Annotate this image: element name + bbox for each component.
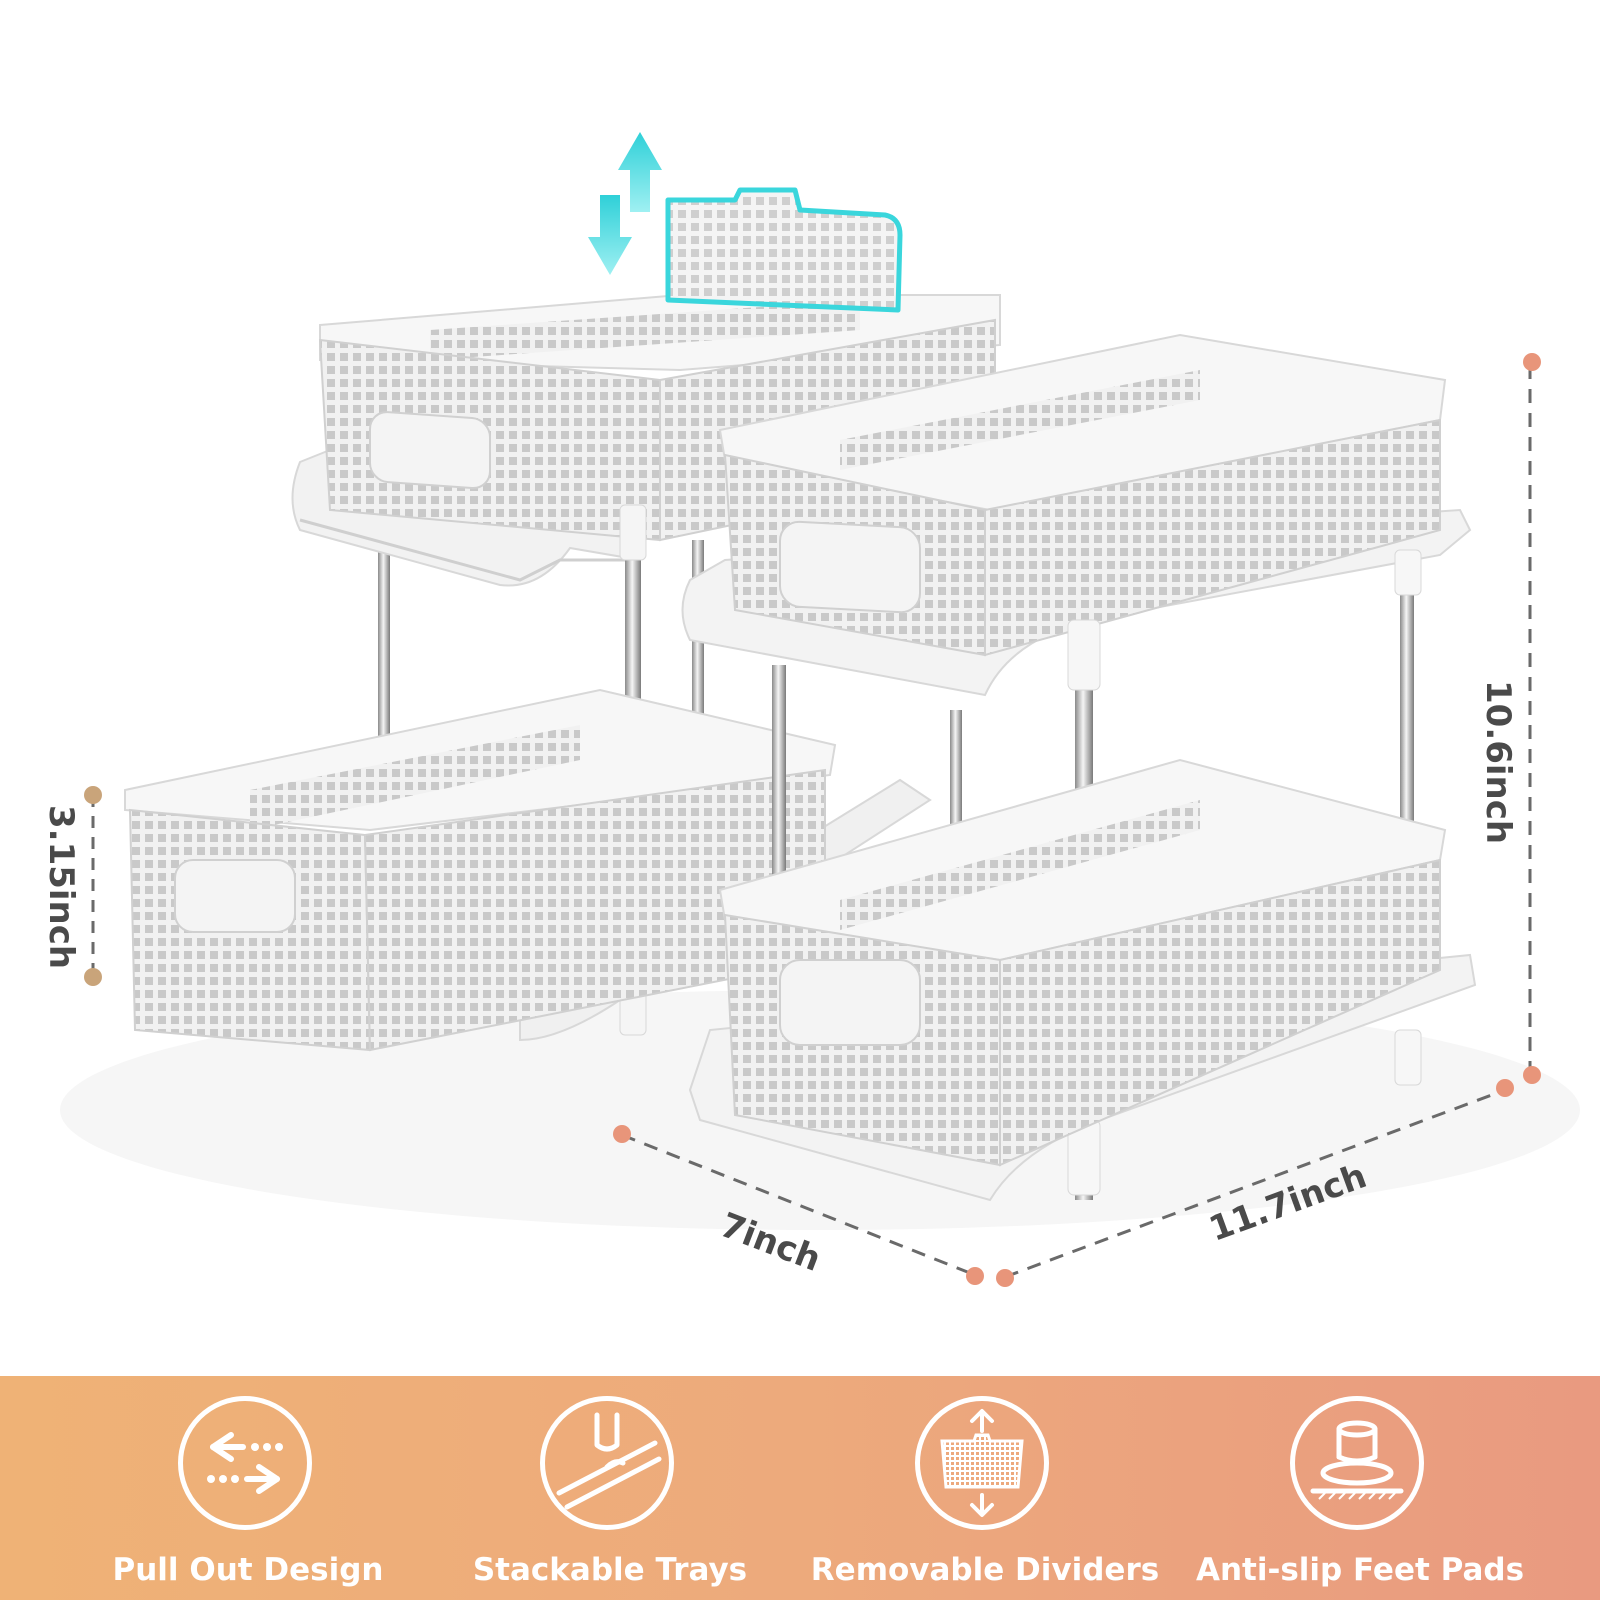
feature-icon-circle — [915, 1396, 1049, 1530]
product-photo — [84, 132, 1541, 1287]
feature-stackable: Stackable Trays — [430, 1376, 790, 1600]
basket-height-label: 3.15inch — [41, 805, 81, 970]
feature-icon-circle — [540, 1396, 674, 1530]
feature-icon-circle — [1290, 1396, 1424, 1530]
stackable-trays-icon — [556, 1412, 662, 1510]
up-down-arrow-icon — [588, 132, 662, 275]
feature-band: Pull Out Design Stackable Trays — [0, 1376, 1600, 1600]
anti-slip-foot-icon — [1310, 1420, 1404, 1500]
right-bottom-basket — [718, 758, 1447, 1167]
right-top-basket — [718, 333, 1447, 657]
basket-height-dimension-line — [84, 786, 102, 986]
depth-dimension-line — [613, 1125, 984, 1285]
right-organizer-unit — [681, 333, 1477, 1202]
feature-label: Anti-slip Feet Pads — [1195, 1552, 1525, 1588]
height-dimension-line — [1523, 353, 1541, 1084]
left-organizer-unit — [124, 132, 1001, 1052]
highlighted-divider — [665, 187, 903, 313]
feature-label: Removable Dividers — [810, 1552, 1160, 1588]
width-dimension-line — [996, 1079, 1514, 1287]
feature-dividers: Removable Dividers — [805, 1376, 1165, 1600]
removable-divider-icon — [940, 1409, 1024, 1517]
feature-icon-circle — [178, 1396, 312, 1530]
pull-out-arrows-icon — [207, 1432, 283, 1494]
height-label: 10.6inch — [1478, 680, 1518, 845]
feature-label: Pull Out Design — [112, 1552, 384, 1588]
feature-anti-slip: Anti-slip Feet Pads — [1180, 1376, 1540, 1600]
left-bottom-basket — [124, 688, 837, 1052]
feature-label: Stackable Trays — [472, 1552, 748, 1588]
feature-pull-out: Pull Out Design — [68, 1376, 428, 1600]
